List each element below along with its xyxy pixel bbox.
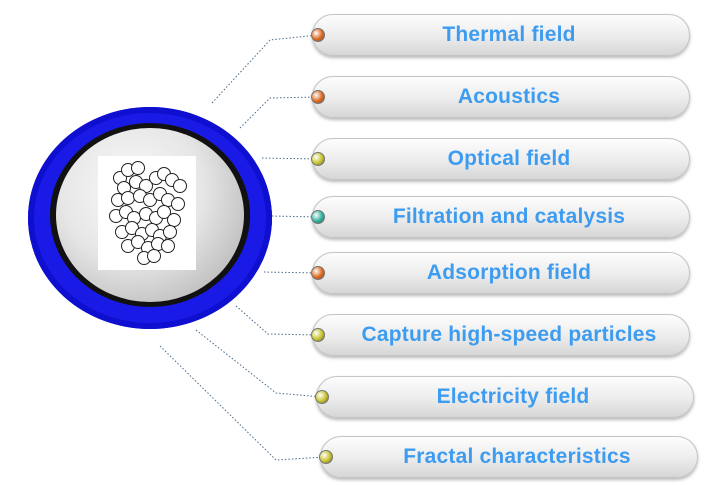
atom-sphere	[173, 179, 187, 193]
application-item: Filtration and catalysis	[312, 196, 690, 238]
bullet-dot-icon	[311, 90, 325, 104]
atom-sphere	[163, 225, 177, 239]
connector-line	[271, 215, 319, 218]
application-item: Fractal characteristics	[320, 436, 698, 478]
application-label: Capture high-speed particles	[361, 323, 657, 346]
connector-line	[195, 329, 323, 398]
connector-line	[261, 157, 319, 160]
atom-sphere	[157, 205, 171, 219]
application-item: Adsorption field	[312, 252, 690, 294]
bullet-dot-icon	[311, 210, 325, 224]
application-label: Thermal field	[442, 23, 576, 46]
application-item: Electricity field	[316, 376, 694, 418]
atom-sphere	[131, 161, 145, 175]
atom-sphere	[167, 213, 181, 227]
application-label: Filtration and catalysis	[392, 205, 626, 228]
connector-line	[235, 305, 319, 336]
application-item: Optical field	[312, 138, 690, 180]
atom-sphere	[171, 197, 185, 211]
atom-sphere	[121, 191, 135, 205]
bullet-dot-icon	[311, 152, 325, 166]
connector-line	[263, 271, 319, 274]
connector-line	[211, 34, 319, 104]
atom-sphere	[147, 249, 161, 263]
bullet-dot-icon	[311, 266, 325, 280]
bullet-dot-icon	[315, 390, 329, 404]
application-item: Capture high-speed particles	[312, 314, 690, 356]
application-item: Acoustics	[312, 76, 690, 118]
application-label: Acoustics	[457, 85, 561, 108]
bullet-dot-icon	[319, 450, 333, 464]
application-label: Fractal characteristics	[403, 445, 631, 468]
molecular-structure-icon	[98, 156, 196, 270]
application-item: Thermal field	[312, 14, 690, 56]
application-label: Adsorption field	[426, 261, 592, 284]
bullet-dot-icon	[311, 328, 325, 342]
application-label: Electricity field	[436, 385, 590, 408]
connector-line	[239, 96, 319, 129]
atom-sphere	[161, 239, 175, 253]
application-label: Optical field	[447, 147, 571, 170]
connector-line	[159, 345, 327, 461]
bullet-dot-icon	[311, 28, 325, 42]
